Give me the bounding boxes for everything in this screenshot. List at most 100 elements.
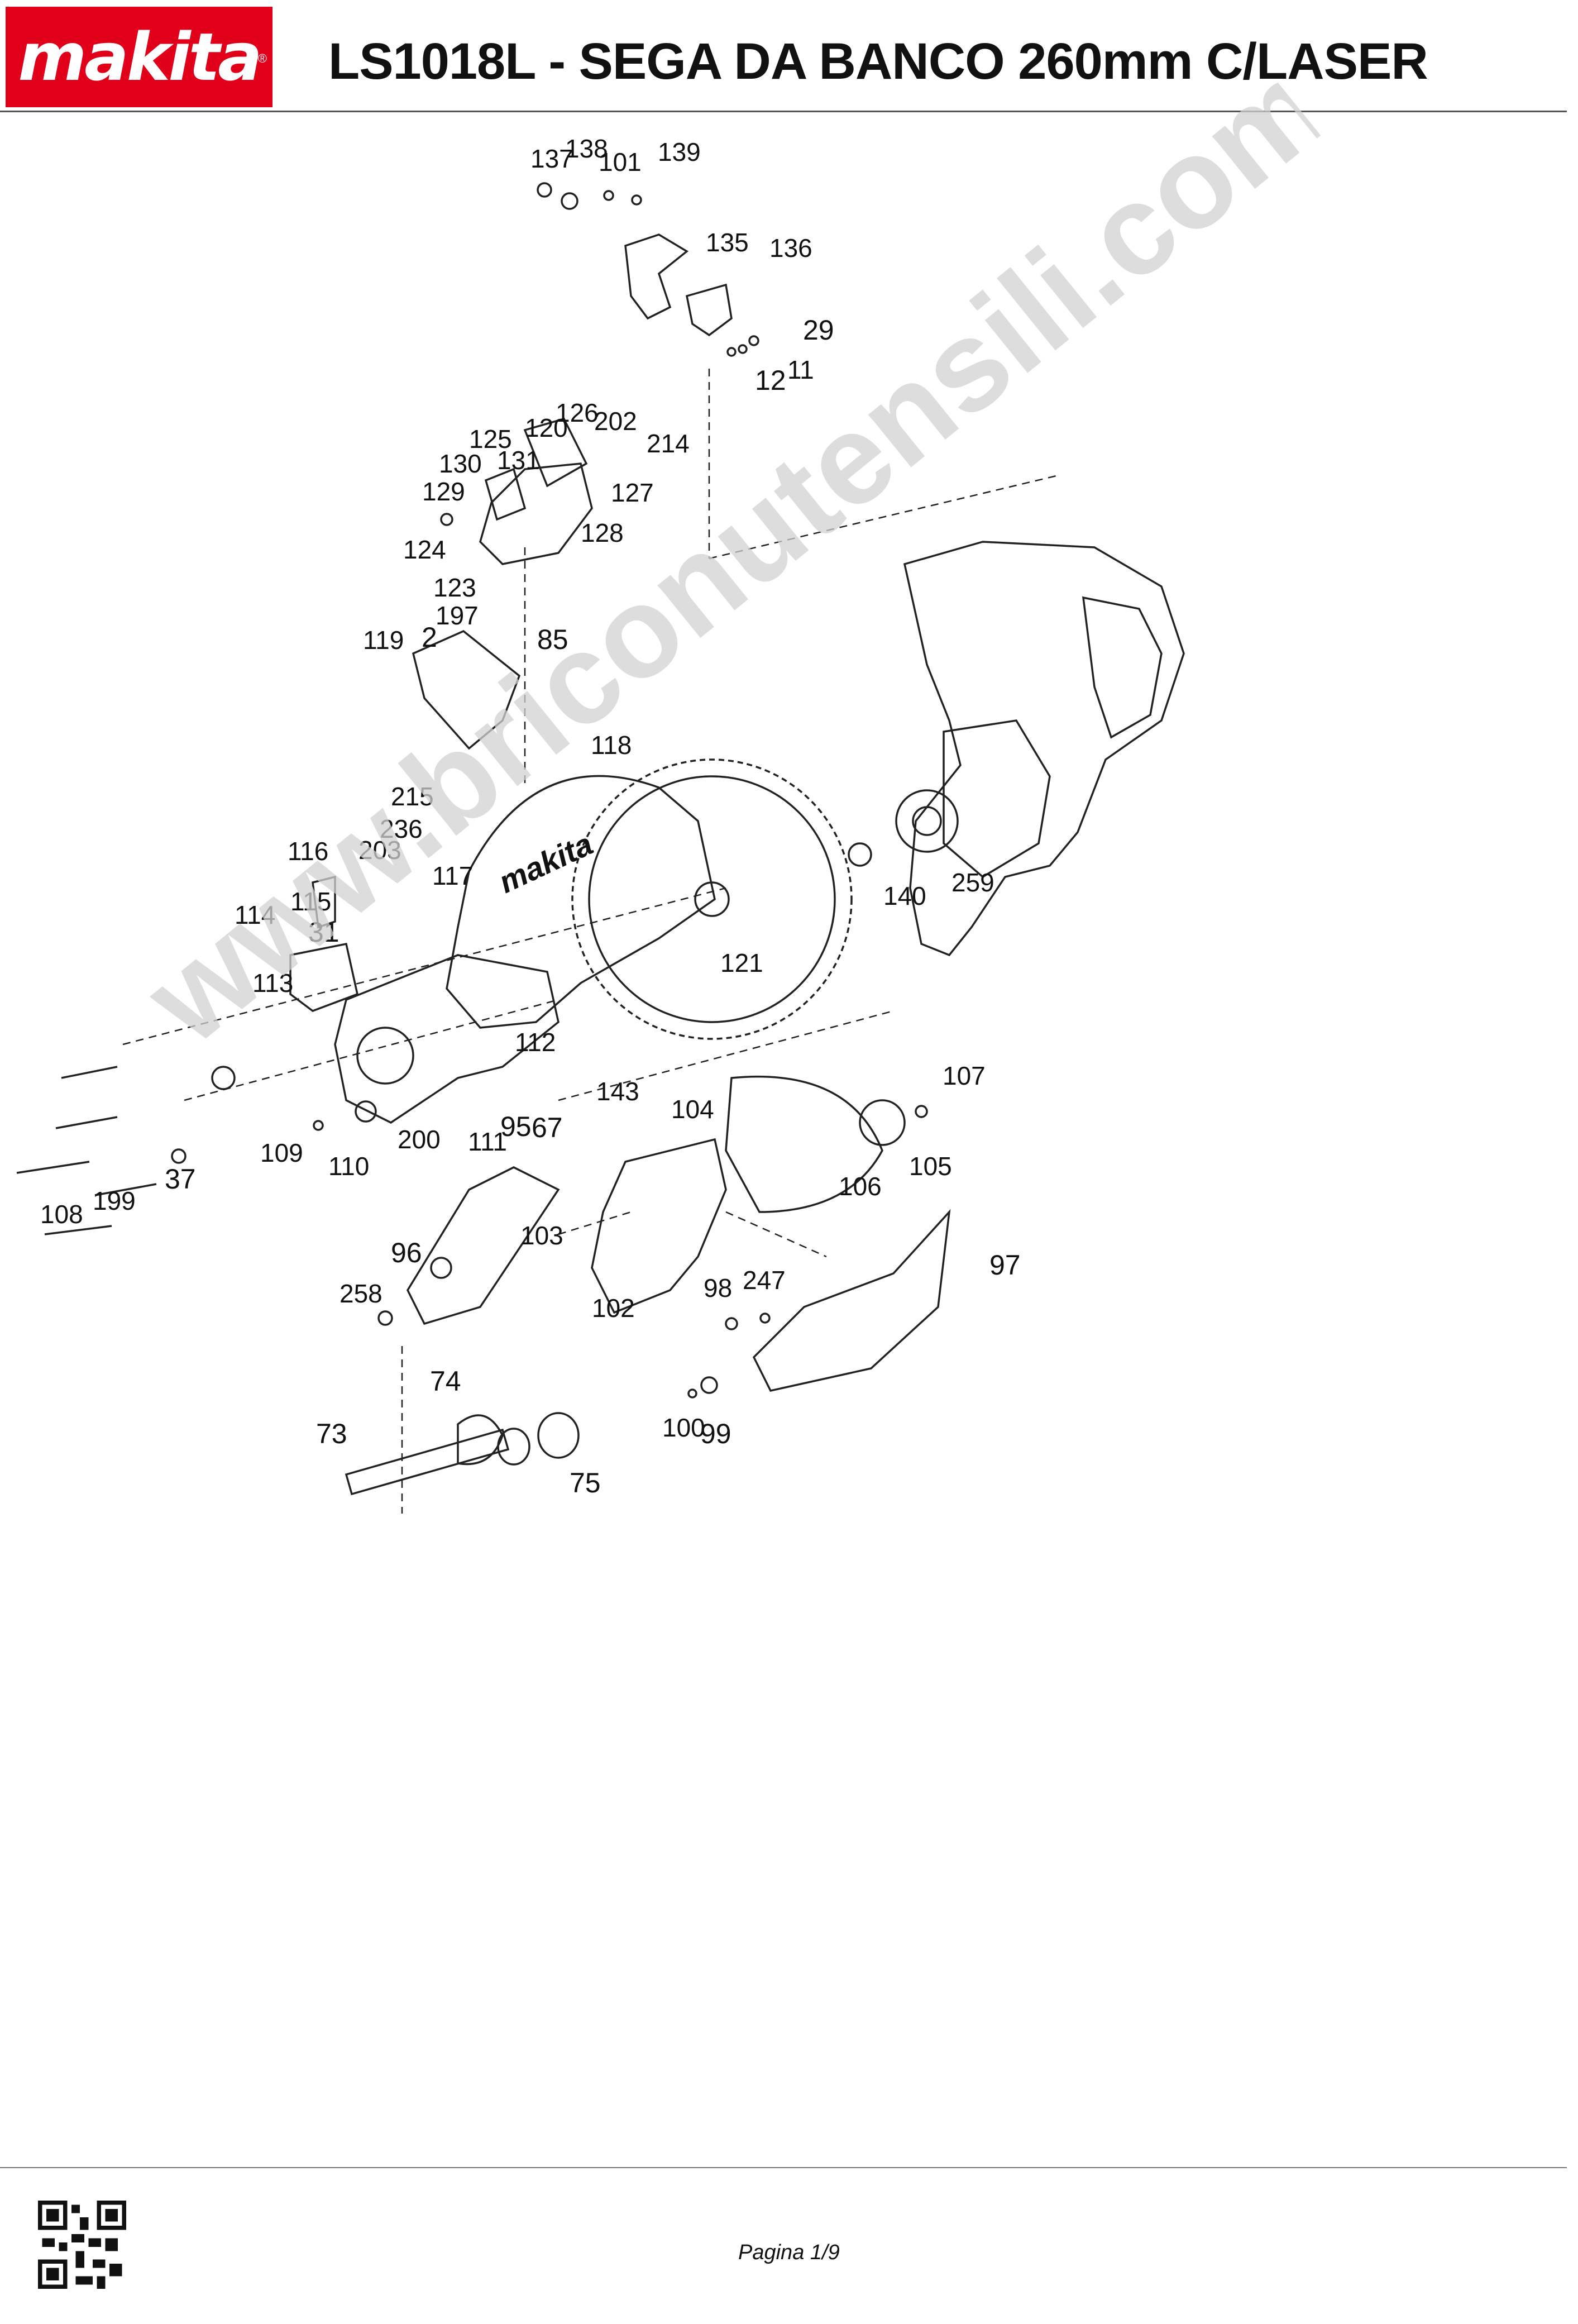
callout-140: 140 [883, 881, 926, 910]
part-100 [687, 1388, 697, 1399]
callout-107: 107 [943, 1061, 986, 1090]
part-137 [537, 182, 552, 198]
callout-116: 116 [288, 837, 328, 866]
part-120 [523, 417, 588, 488]
callout-143: 143 [596, 1077, 639, 1106]
callout-139: 139 [658, 137, 701, 166]
parts-diagram-svg: makita 137 138 101 139 135 136 29 12 11 … [16, 134, 1185, 1514]
callout-103: 103 [520, 1221, 563, 1250]
callout-118: 118 [591, 731, 632, 760]
callout-73: 73 [316, 1418, 347, 1449]
header-divider [0, 111, 1567, 112]
part-118 [446, 775, 716, 1029]
callout-102: 102 [592, 1294, 635, 1323]
alignment-lines [122, 369, 1061, 1514]
footer-divider [0, 2167, 1567, 2168]
callout-214: 214 [647, 429, 690, 458]
callout-67: 67 [532, 1112, 563, 1143]
callout-108: 108 [40, 1200, 83, 1229]
callout-138: 138 [565, 134, 608, 163]
callout-114: 114 [235, 900, 275, 929]
part-drawings [16, 182, 1185, 1514]
part-135 [624, 233, 689, 320]
callout-203: 203 [358, 836, 401, 865]
callout-202: 202 [594, 407, 637, 436]
part-98 [725, 1317, 738, 1330]
callout-247: 247 [743, 1266, 786, 1295]
part-138 [561, 192, 578, 210]
callout-129: 129 [422, 477, 465, 506]
part-96 [407, 1166, 560, 1325]
part-75 [537, 1412, 580, 1459]
callout-12: 12 [755, 365, 786, 396]
callout-96: 96 [391, 1237, 422, 1268]
callout-258: 258 [339, 1279, 382, 1308]
part-140 [848, 842, 872, 867]
part-97 [752, 1209, 951, 1392]
callout-120: 120 [525, 413, 568, 442]
page-header: makita ® LS1018L - SEGA DA BANCO 260mm C… [0, 0, 1578, 114]
callout-130: 130 [439, 449, 482, 478]
part-106 [725, 1075, 883, 1213]
part-73 [345, 1428, 510, 1496]
callout-75: 75 [570, 1467, 601, 1499]
logo-wordmark: makita [18, 18, 262, 96]
part-124 [440, 513, 453, 526]
motor-body [943, 719, 1051, 879]
callout-127: 127 [611, 478, 654, 507]
part-123 [479, 462, 593, 565]
callout-74: 74 [430, 1366, 461, 1397]
callout-200: 200 [398, 1125, 441, 1154]
callout-109: 109 [260, 1138, 303, 1167]
callout-236: 236 [380, 814, 423, 843]
callout-105: 105 [909, 1152, 952, 1181]
part-107 [915, 1105, 928, 1118]
callout-197: 197 [436, 601, 479, 630]
callout-135: 135 [706, 228, 749, 257]
callout-119: 119 [363, 626, 404, 655]
callout-125: 125 [469, 424, 512, 454]
part-102 [591, 1138, 727, 1314]
callout-136: 136 [769, 233, 812, 263]
callout-137: 137 [530, 144, 573, 173]
part-105 [859, 1099, 906, 1146]
callout-123: 123 [433, 573, 476, 602]
part-12 [726, 347, 737, 357]
part-101 [603, 190, 614, 201]
callout-115: 115 [290, 887, 331, 916]
part-116 [312, 875, 336, 929]
callout-111: 111 [468, 1127, 507, 1156]
callout-labels: 137 138 101 139 135 136 29 12 11 125 126… [40, 134, 1021, 1499]
part-119 [412, 629, 521, 750]
callout-124: 124 [403, 535, 446, 564]
callout-131: 131 [497, 446, 540, 475]
part-99 [700, 1376, 718, 1394]
callout-113: 113 [252, 968, 293, 998]
arm-hub [356, 1027, 414, 1085]
callout-112: 112 [515, 1028, 556, 1057]
qr-code-icon [38, 2201, 126, 2289]
screw-set [16, 1066, 377, 1235]
part-11 [738, 344, 748, 354]
callout-106: 106 [839, 1172, 882, 1201]
page-title: LS1018L - SEGA DA BANCO 260mm C/LASER [328, 33, 1428, 90]
callout-37: 37 [165, 1163, 196, 1195]
callout-101: 101 [599, 147, 642, 176]
page-number: Pagina 1/9 [738, 2241, 840, 2264]
callout-117: 117 [432, 861, 473, 890]
callout-31: 31 [308, 917, 339, 948]
part-136 [685, 283, 733, 337]
callout-95: 95 [500, 1111, 532, 1142]
part-130 [484, 467, 527, 521]
callout-199: 199 [93, 1186, 136, 1215]
callout-259: 259 [951, 868, 994, 897]
part-259 [895, 789, 959, 853]
motor-housing [903, 541, 1185, 957]
arm-gear-case [334, 954, 560, 1124]
callout-128: 128 [581, 518, 624, 547]
part-121 [571, 758, 853, 1040]
callout-85: 85 [537, 624, 568, 655]
callout-97: 97 [989, 1249, 1021, 1281]
callout-98: 98 [704, 1273, 732, 1302]
registered-mark: ® [257, 51, 267, 65]
